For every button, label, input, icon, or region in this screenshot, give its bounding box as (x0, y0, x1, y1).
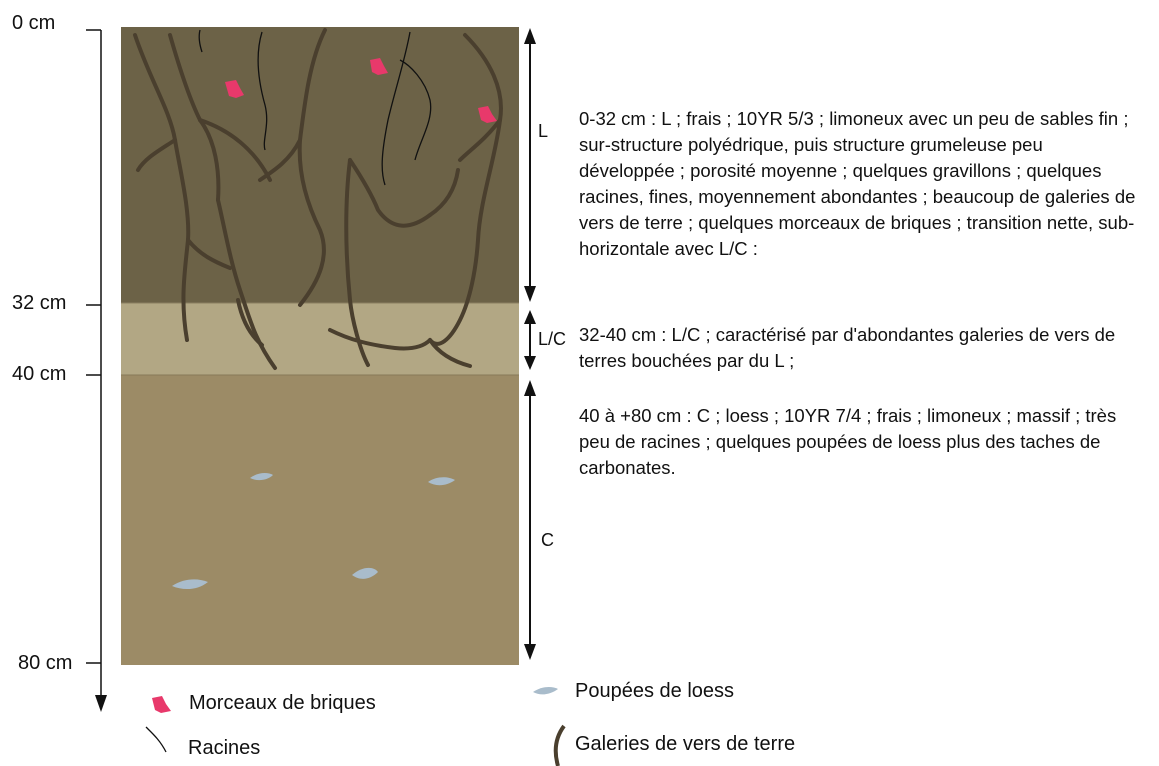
legend-loess-icon (533, 687, 558, 695)
legend-loess-label: Poupées de loess (575, 680, 735, 702)
horizon-label-l: L (538, 121, 549, 141)
horizon-arrows (524, 28, 536, 660)
loess-dolls (172, 473, 455, 590)
depth-label-0: 0 cm (12, 12, 56, 34)
legend-root-icon (145, 726, 167, 753)
brick-fragments (225, 58, 497, 123)
depth-label-80: 80 cm (18, 652, 73, 674)
horizon-c-block (121, 375, 519, 665)
horizon-c-description: 40 à +80 cm : C ; loess ; 10YR 7/4 ; fra… (579, 405, 1117, 478)
depth-label-32: 32 cm (12, 292, 67, 314)
legend-brick-icon (152, 696, 171, 713)
worm-galleries (133, 28, 503, 370)
horizon-l-description: 0-32 cm : L ; frais ; 10YR 5/3 ; limoneu… (579, 108, 1136, 259)
horizon-label-c: C (541, 530, 554, 550)
legend-symbols (145, 687, 566, 766)
horizon-label-lc: L/C (538, 329, 567, 349)
legend-roots-label: Racines (188, 737, 261, 759)
depth-label-40: 40 cm (12, 363, 67, 385)
roots (198, 29, 432, 186)
legend-galleries-label: Galeries de vers de terre (575, 733, 796, 755)
horizon-lc-description: 32-40 cm : L/C ; caractérisé par d'abond… (579, 324, 1116, 371)
legend-bricks-label: Morceaux de briques (189, 692, 376, 714)
depth-axis (86, 29, 107, 712)
legend-gallery-icon (553, 724, 566, 766)
